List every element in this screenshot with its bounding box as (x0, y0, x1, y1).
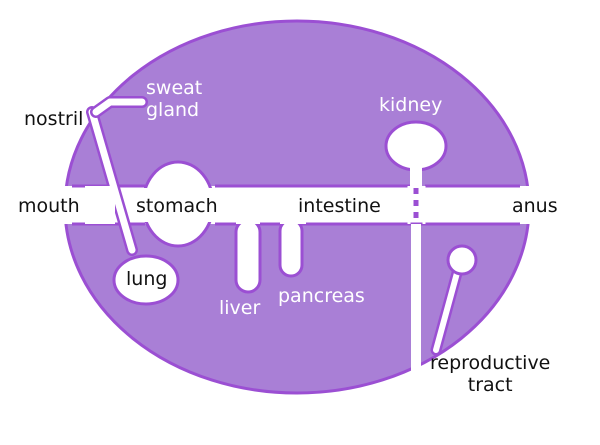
kidney-shape (384, 120, 448, 172)
label-kidney: kidney (379, 94, 443, 116)
reproductive-organ (446, 244, 478, 276)
label-mouth: mouth (18, 195, 80, 217)
label-sweat-gland: sweat gland (146, 77, 203, 121)
label-lung: lung (126, 268, 168, 290)
label-pancreas: pancreas (278, 285, 365, 307)
kidney-duct (410, 166, 422, 188)
label-intestine: intestine (298, 195, 381, 217)
pancreas-pouch (278, 218, 304, 278)
label-anus: anus (512, 195, 558, 217)
label-nostril: nostril (24, 108, 84, 130)
liver-pouch (234, 218, 262, 294)
lung-shape (112, 254, 180, 306)
excretory-duct (411, 224, 421, 394)
label-reproductive-tract: reproductive tract (430, 352, 551, 396)
label-stomach: stomach (136, 195, 218, 217)
label-liver: liver (219, 297, 261, 319)
